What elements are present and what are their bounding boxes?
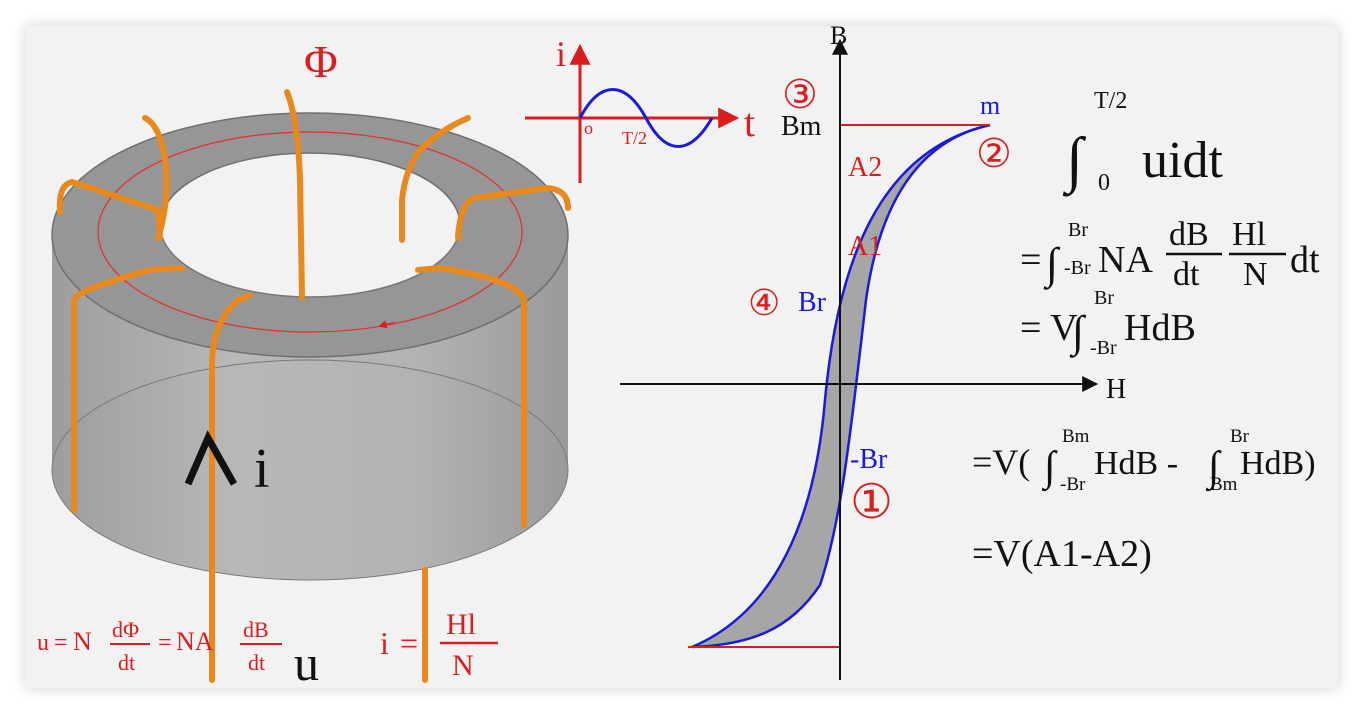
flux-loop [97, 131, 523, 333]
svg-text:dΦ: dΦ [112, 617, 139, 642]
svg-text:0: 0 [1098, 170, 1110, 196]
svg-text:Br: Br [1068, 219, 1088, 241]
svg-text:∫: ∫ [1205, 444, 1222, 492]
flux-label: Φ [304, 36, 338, 87]
hysteresis-ascending-branch [691, 123, 991, 649]
derivation-line-4: =V( ∫ Bm -Br HdB - ∫ Br Bm HdB) [972, 426, 1316, 495]
current-equation: i = Hl N [380, 608, 498, 682]
svg-text:dt: dt [118, 650, 135, 675]
svg-text:∫: ∫ [1062, 126, 1087, 197]
svg-text:dt: dt [1173, 256, 1200, 293]
svg-text:Bm: Bm [1062, 426, 1090, 447]
point-4-label: ④ [748, 283, 780, 323]
hysteresis-plot [620, 38, 1099, 680]
b-axis-label: B [830, 21, 847, 50]
derivation-line-1: ∫ T/2 0 uidt [1062, 88, 1223, 197]
toroid-core [51, 112, 569, 581]
current-label: i [254, 438, 270, 500]
a1-label: A1 [848, 231, 882, 262]
svg-text:∫: ∫ [1069, 307, 1087, 358]
svg-text:∫: ∫ [1041, 444, 1058, 492]
svg-text:NA: NA [1098, 239, 1153, 281]
h-axis-label: H [1106, 374, 1126, 405]
m-label: m [980, 91, 1000, 120]
svg-text:=: = [158, 630, 172, 656]
waveform-y-label: i [556, 34, 566, 74]
svg-text:dB: dB [243, 617, 269, 642]
hysteresis-descending-branch [691, 123, 991, 649]
svg-text:-Br: -Br [1060, 474, 1086, 495]
svg-text:Hl: Hl [446, 608, 476, 641]
coil-windings [56, 89, 571, 683]
svg-text:dt: dt [248, 650, 265, 675]
a2-label: A2 [848, 152, 882, 183]
neg-br-label: -Br [850, 444, 888, 475]
point-2-label: ② [976, 131, 1012, 176]
br-label: Br [798, 287, 827, 318]
svg-text:uidt: uidt [1142, 132, 1223, 189]
svg-text:T/2: T/2 [1094, 88, 1127, 114]
derivation-line-3: = V ∫ Br -Br HdB [1020, 287, 1196, 359]
svg-text:Br: Br [1230, 426, 1250, 447]
svg-text:=: = [1020, 239, 1041, 281]
svg-text:u: u [37, 630, 49, 656]
svg-text:HdB: HdB [1124, 307, 1196, 349]
svg-text:Hl: Hl [1232, 216, 1266, 253]
svg-text:=V(: =V( [972, 442, 1030, 482]
svg-text:HdB -: HdB - [1094, 445, 1178, 482]
svg-text:HdB): HdB) [1240, 445, 1316, 482]
svg-text:=: = [400, 625, 418, 661]
current-waveform [525, 43, 740, 183]
derivation-line-5: =V(A1-A2) [972, 533, 1152, 575]
svg-text:N: N [452, 649, 474, 682]
svg-text:=: = [54, 630, 68, 656]
svg-text:NA: NA [176, 627, 214, 656]
derivation-line-2: = ∫ Br -Br NA dB dt Hl N dt [1020, 216, 1320, 293]
point-3-label: ③ [782, 72, 818, 117]
svg-text:N: N [1243, 256, 1268, 293]
svg-text:dt: dt [1290, 239, 1320, 281]
svg-text:dB: dB [1169, 216, 1209, 253]
svg-text:=V(A1-A2): =V(A1-A2) [972, 533, 1152, 575]
voltage-equation: u = N dΦ dt = NA dB dt [37, 617, 282, 675]
svg-text:Br: Br [1094, 287, 1114, 309]
waveform-x-label: t [744, 100, 755, 145]
svg-text:∫: ∫ [1043, 239, 1061, 290]
waveform-origin-label: o [584, 118, 593, 138]
svg-text:-Br: -Br [1090, 337, 1117, 359]
waveform-half-period-label: T/2 [622, 128, 647, 148]
bm-label: Bm [781, 111, 822, 142]
svg-text:= V: = V [1020, 307, 1078, 349]
point-1-label: ① [850, 476, 893, 529]
svg-text:Bm: Bm [1210, 474, 1238, 495]
svg-text:-Br: -Br [1064, 257, 1091, 279]
svg-text:i: i [380, 625, 389, 661]
voltage-label: u [294, 635, 319, 691]
current-arrow-icon [184, 430, 238, 486]
svg-text:N: N [73, 627, 92, 656]
